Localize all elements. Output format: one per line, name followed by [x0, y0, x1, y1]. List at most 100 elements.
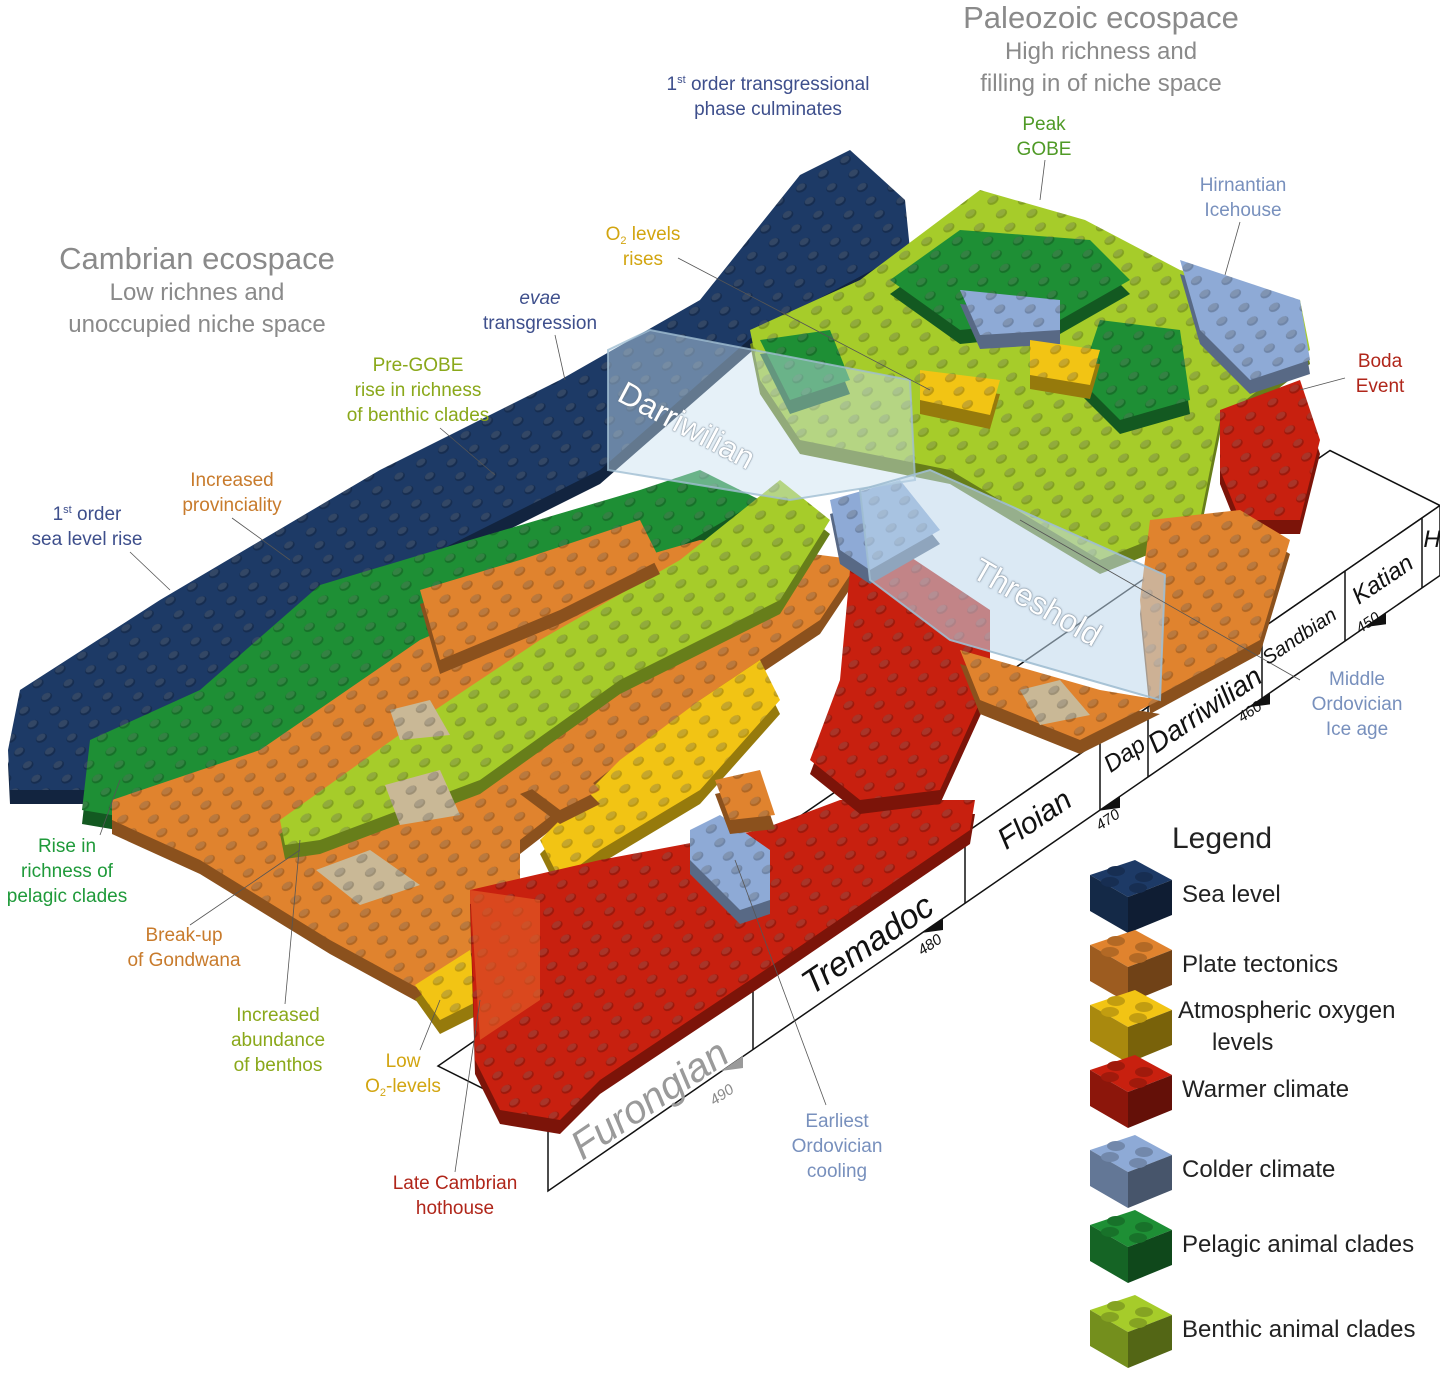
cambrian-subtitle-1: Low richnes and — [109, 279, 285, 306]
brick-studs-benthic — [280, 480, 830, 845]
legend-label: Benthic animal clades — [1182, 1316, 1416, 1343]
annotation-line: evae — [483, 286, 597, 311]
leader-line — [419, 999, 441, 1051]
annotation-text: Boda — [1357, 351, 1403, 372]
legend-label: Warmer climate — [1182, 1076, 1350, 1103]
annotation-text: phase culminates — [694, 99, 842, 120]
lego-brick-icon — [1090, 1210, 1172, 1283]
brick-studs-plate — [715, 770, 775, 820]
brick-studs-oxygen — [920, 370, 1000, 415]
legend-item-plate: Plate tectonics — [1060, 925, 1440, 1005]
annotation-text: 1 — [52, 504, 64, 525]
brick-studs-pelagic — [890, 230, 1130, 330]
legend-label: Atmospheric oxygen — [1178, 997, 1396, 1024]
annotation-text: -levels — [386, 1076, 441, 1097]
annotation-text: Event — [1355, 376, 1405, 397]
brick-studs-sea — [8, 150, 910, 790]
annotation-line: phase culminates — [667, 97, 870, 122]
leader-line — [284, 839, 301, 1005]
annotation-text: order transgressional — [685, 74, 870, 95]
cambrian-header: Cambrian ecospace Low richnes and unoccu… — [59, 241, 335, 341]
brick-studs-oxygen — [415, 950, 480, 1020]
annotation-line: Peak — [1017, 112, 1072, 137]
legend-item-warm: Warmer climate — [1060, 1050, 1440, 1130]
annotation-text: 1 — [666, 74, 678, 95]
annotation-text: Earliest — [805, 1111, 869, 1132]
leader-line — [1299, 377, 1346, 391]
brick-studs-plate — [520, 760, 600, 810]
annotation-line: Hirnantian — [1200, 173, 1287, 198]
annotation-text: rise in richness — [354, 380, 482, 401]
annotation-line: Break-up — [127, 923, 240, 948]
annotation-text: abundance — [230, 1030, 326, 1051]
annotation-line: 1st order transgressional — [667, 72, 870, 97]
leader-line — [1224, 221, 1241, 276]
brick-studs-cold — [960, 290, 1060, 335]
annotation-text: O — [365, 1076, 380, 1097]
age-tick-marker — [921, 917, 943, 933]
neutral-brick-studs — [385, 770, 460, 825]
leader-lines — [99, 159, 1346, 1173]
annotation-text: richness of — [21, 861, 113, 882]
annotation-text: hothouse — [415, 1198, 495, 1219]
paleozoic-title: Paleozoic ecospace — [963, 0, 1239, 35]
annotation-line: Ordovician — [792, 1134, 883, 1159]
annotation-benthos-abundance: Increased abundance of benthos — [231, 1003, 325, 1078]
leader-line — [129, 551, 171, 591]
stage-h: H — [1423, 526, 1440, 553]
annotation-line: Ice age — [1312, 717, 1403, 742]
annotation-text: 2 — [379, 1087, 386, 1099]
annotation-text: of benthos — [233, 1055, 323, 1076]
annotation-text: Hirnantian — [1199, 175, 1287, 196]
annotation-line: Boda — [1356, 349, 1405, 374]
annotation-line: 1st order — [32, 502, 143, 527]
annotation-line: O2 levels — [606, 222, 681, 247]
annotation-line: transgression — [483, 311, 597, 336]
paleozoic-header: Paleozoic ecospace High richness and fil… — [963, 0, 1239, 100]
leader-line — [99, 779, 121, 836]
annotation-line: Earliest — [792, 1109, 883, 1134]
annotation-line: hothouse — [393, 1196, 518, 1221]
annotation-text: Icehouse — [1204, 200, 1282, 221]
brick-studs-pelagic — [760, 330, 850, 400]
annotation-text: Break-up — [145, 925, 223, 946]
annotation-text: Rise in — [37, 836, 97, 857]
annotation-text: pelagic clades — [6, 886, 128, 907]
annotation-text: of Gondwana — [127, 950, 241, 971]
annotation-text: Increased — [236, 1005, 320, 1026]
annotation-text: Ordovician — [1311, 694, 1403, 715]
annotation-line: Increased — [231, 1003, 325, 1028]
annotation-pelagic-richness: Rise in richness of pelagic clades — [7, 834, 127, 909]
leader-line — [1019, 519, 1301, 681]
age-tick-marker — [1248, 692, 1270, 708]
annotation-gondwana-breakup: Break-up of Gondwana — [127, 923, 240, 973]
legend-item-cold: Colder climate — [1060, 1130, 1440, 1210]
paleozoic-subtitle-1: High richness and — [1004, 38, 1198, 65]
annotation-line: GOBE — [1017, 137, 1072, 162]
annotation-line: of benthos — [231, 1053, 325, 1078]
brick-studs-warm — [470, 800, 975, 1120]
annotation-line: of Gondwana — [127, 948, 240, 973]
brick-studs-oxygen — [540, 660, 780, 880]
annotation-line: sea level rise — [32, 527, 143, 552]
neutral-brick-studs — [390, 700, 450, 740]
age-tick-marker — [1098, 795, 1120, 811]
annotation-text: Increased — [190, 470, 274, 491]
annotation-text: Peak — [1022, 114, 1066, 135]
annotation-text: rises — [622, 249, 664, 270]
brick-studs-plate — [420, 520, 660, 660]
brick-studs-plate — [1140, 510, 1290, 700]
annotation-line: richness of — [7, 859, 127, 884]
lego-brick-icon — [1090, 860, 1172, 933]
leader-line — [454, 999, 481, 1173]
annotation-text: order — [71, 504, 122, 525]
annotation-text: Pre-GOBE — [372, 355, 464, 376]
